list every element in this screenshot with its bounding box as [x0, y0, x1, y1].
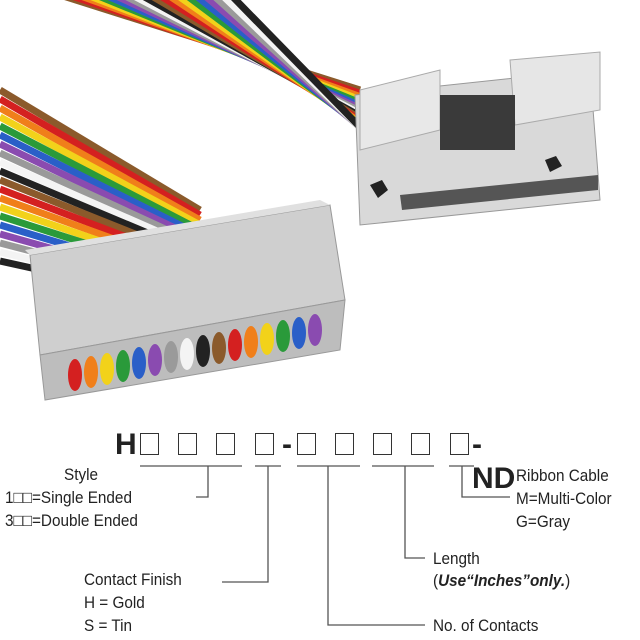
wire-end — [116, 350, 130, 382]
suffix-nd: -ND — [472, 428, 516, 495]
wire-end — [100, 353, 114, 385]
wire-end — [164, 341, 178, 373]
wire-end — [228, 329, 242, 361]
wire-end — [276, 320, 290, 352]
wire-end — [292, 317, 306, 349]
contact-finish-gold: H = Gold — [84, 593, 145, 612]
code-box-8 — [411, 433, 430, 455]
length-title: Length — [433, 549, 480, 568]
code-box-3 — [216, 433, 235, 455]
wire-end — [196, 335, 210, 367]
contact-finish-tin: S = Tin — [84, 616, 133, 635]
ribbon-multicolor: M=Multi-Color — [516, 489, 612, 508]
wire-end — [68, 359, 82, 391]
contact-finish-title: Contact Finish — [84, 570, 182, 589]
wire-end — [132, 347, 146, 379]
left-connector-wire-ends — [68, 314, 322, 391]
length-note-close: ) — [565, 571, 571, 590]
prefix-h: H — [115, 428, 137, 461]
wire-lower — [0, 122, 202, 234]
right-idc-connector — [354, 51, 601, 226]
wire-lower — [0, 104, 202, 224]
code-box-1 — [140, 433, 159, 455]
code-box-5 — [297, 433, 316, 455]
code-box-2 — [178, 433, 197, 455]
contacts-title: No. of Contacts — [433, 616, 539, 635]
ribbon-gray: G=Gray — [516, 512, 570, 531]
code-box-4 — [255, 433, 274, 455]
length-note-open: ( — [433, 571, 439, 590]
wire-lower — [0, 131, 202, 239]
code-box-7 — [373, 433, 392, 455]
ribbon-title: Ribbon Cable — [516, 466, 609, 485]
code-box-9 — [450, 433, 469, 455]
wire-lower — [0, 95, 202, 219]
style-title: Style — [64, 465, 99, 484]
wire-lower — [0, 140, 202, 244]
wire-end — [244, 326, 258, 358]
left-idc-connector — [25, 200, 346, 401]
wire-end — [180, 338, 194, 370]
length-note: (Use“Inches”only.) — [433, 572, 570, 589]
wire-lower — [0, 113, 202, 229]
code-box-6 — [335, 433, 354, 455]
wire-lower — [0, 86, 202, 214]
style-option-3: 3□□=Double Ended — [5, 511, 138, 530]
length-note-bold: Use“Inches”only. — [438, 571, 566, 590]
wire-end — [212, 332, 226, 364]
wire-end — [260, 323, 274, 355]
wire-end — [308, 314, 322, 346]
style-option-1: 1□□=Single Ended — [5, 488, 132, 507]
dash: - — [282, 428, 292, 461]
wire-end — [148, 344, 162, 376]
wire-end — [84, 356, 98, 388]
